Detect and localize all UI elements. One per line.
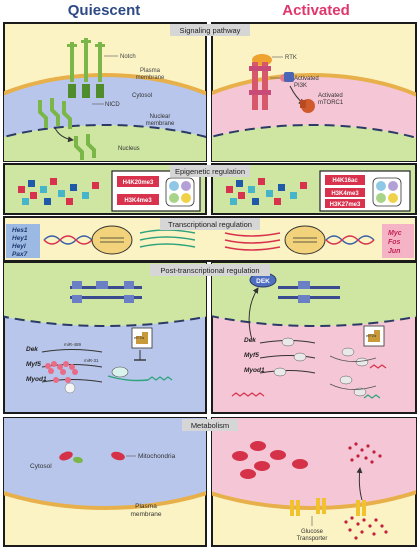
plasma-membrane-label-metabolism-2: membrane xyxy=(130,511,161,518)
section-title-epigenetic: Epigenetic regulation xyxy=(175,167,245,176)
gene-myc: Myc xyxy=(388,230,402,237)
gene-hes1: Hes1 xyxy=(12,227,28,234)
plasma-membrane-label-2: membrane xyxy=(136,75,165,81)
nicd-fragments xyxy=(38,98,96,160)
cytosol-label: Cytosol xyxy=(132,93,152,99)
mirna-489-label: miR-489 xyxy=(64,342,82,347)
nuclear-membrane-label-2: membrane xyxy=(146,121,175,127)
pt-gene-myf5-quiescent: Myf5 xyxy=(26,361,41,368)
mtorc1-label-2: mTORC1 xyxy=(318,100,344,106)
gene-pax7: Pax7 xyxy=(12,251,28,258)
mark-h4k16ac: H4K16ac xyxy=(332,178,358,184)
posttranscriptional-panel-quiescent: Dek Myf5 Myod1 miR-489 miR-31 eIF2α xyxy=(3,262,207,414)
gene-hey1: Hey1 xyxy=(12,235,28,242)
notch-receptors xyxy=(67,38,105,98)
signaling-panel-quiescent: Notch Plasma membrane NICD Cytosol Nucle… xyxy=(3,22,207,162)
pt-gene-myf5-activated: Myf5 xyxy=(244,352,259,359)
metabolism-panel-quiescent: Cytosol Mitochondria Plasma membrane xyxy=(3,417,207,547)
dna-helix-quiescent xyxy=(43,235,93,245)
section-title-transcriptional: Transcriptional regulation xyxy=(168,220,252,229)
rtk-receptor xyxy=(249,54,272,110)
rna-polymerase-activated xyxy=(284,225,326,255)
glucose-transporter-label-2: Transporter xyxy=(297,536,328,542)
nucleus-label: Nucleus xyxy=(118,146,140,152)
plasma-membrane-label-metabolism-1: Plasma xyxy=(135,503,157,510)
mark-h4k20me3: H4K20me3 xyxy=(123,180,154,186)
metabolism-panel-activated: Glucose Transporter xyxy=(211,417,417,547)
glucose-dots-outside xyxy=(344,516,388,540)
gene-jun: Jun xyxy=(388,248,400,255)
nucleosome-icon-activated xyxy=(372,177,402,207)
mrna-complex-nuclear-quiescent xyxy=(70,281,142,303)
gene-heyl: Heyl xyxy=(12,243,26,250)
notch-label: Notch xyxy=(120,54,136,60)
pt-gene-myod1-quiescent: Myod1 xyxy=(26,376,47,383)
histone-cluster-activated xyxy=(226,178,307,205)
mirna-clusters-quiescent xyxy=(45,361,78,394)
peptide-chains-activated xyxy=(231,364,387,399)
eif2a-label-activated: eIF2α xyxy=(366,333,377,338)
quiescent-title: Quiescent xyxy=(67,2,141,19)
section-title-signaling: Signaling pathway xyxy=(180,26,241,35)
glucose-dots-cytosol xyxy=(348,442,382,464)
mitochondria-activated xyxy=(232,441,308,479)
mark-h3k4me3-activated: H3K4me3 xyxy=(331,191,359,197)
pt-gene-dek-quiescent: Dek xyxy=(26,346,38,353)
gene-fos: Fos xyxy=(388,239,401,246)
signaling-panel-activated: RTK Activated PI3K Activated mTORC1 xyxy=(211,22,417,162)
pt-gene-dek-activated: Dek xyxy=(244,337,256,344)
rna-polymerase-quiescent xyxy=(91,225,133,255)
ribosome-quiescent xyxy=(107,366,173,382)
section-title-posttranscriptional: Post-transcriptional regulation xyxy=(160,266,259,275)
nucleosome-icon-quiescent xyxy=(165,177,195,207)
activated-title: Activated xyxy=(282,2,350,19)
mitochondria-label: Mitochondria xyxy=(138,453,176,460)
dna-helix-activated xyxy=(325,235,375,245)
nicd-label: NICD xyxy=(105,102,120,108)
mrna-strands-activated xyxy=(224,232,281,251)
cytosol-label-metabolism: Cytosol xyxy=(30,463,52,470)
nuclear-membrane-label-1: Nuclear xyxy=(150,114,171,120)
ribosomes-activated xyxy=(273,337,377,397)
plasma-membrane-label-1: Plasma xyxy=(140,68,161,74)
histone-cluster-quiescent xyxy=(18,178,99,205)
mrna-complex-nuclear-activated xyxy=(278,281,340,303)
mitochondria-quiescent xyxy=(59,451,125,464)
pi3k-label-1: Activated xyxy=(294,76,319,82)
eif2a-label-quiescent: eIF2α xyxy=(134,335,145,340)
mtorc1-label-1: Activated xyxy=(318,93,343,99)
mark-h3k4me3-quiescent: H3K4me3 xyxy=(124,198,152,204)
glucose-transporter-label-1: Glucose xyxy=(301,529,324,535)
activated-genes-box xyxy=(382,224,414,258)
section-title-metabolism: Metabolism xyxy=(191,421,229,430)
mark-h3k27me3: H3K27me3 xyxy=(330,202,361,208)
dek-label: DEK xyxy=(256,278,270,285)
mirna-31-label: miR-31 xyxy=(84,358,99,363)
posttranscriptional-panel-activated: DEK Dek Myf5 Myod1 xyxy=(211,262,417,414)
rtk-label: RTK xyxy=(285,55,297,61)
quiescent-genes-box xyxy=(6,224,40,258)
pi3k-label-2: PI3K xyxy=(294,83,307,89)
glucose-transporters xyxy=(290,498,366,516)
pt-gene-myod1-activated: Myod1 xyxy=(244,367,265,374)
pi3k-shape xyxy=(284,72,294,82)
